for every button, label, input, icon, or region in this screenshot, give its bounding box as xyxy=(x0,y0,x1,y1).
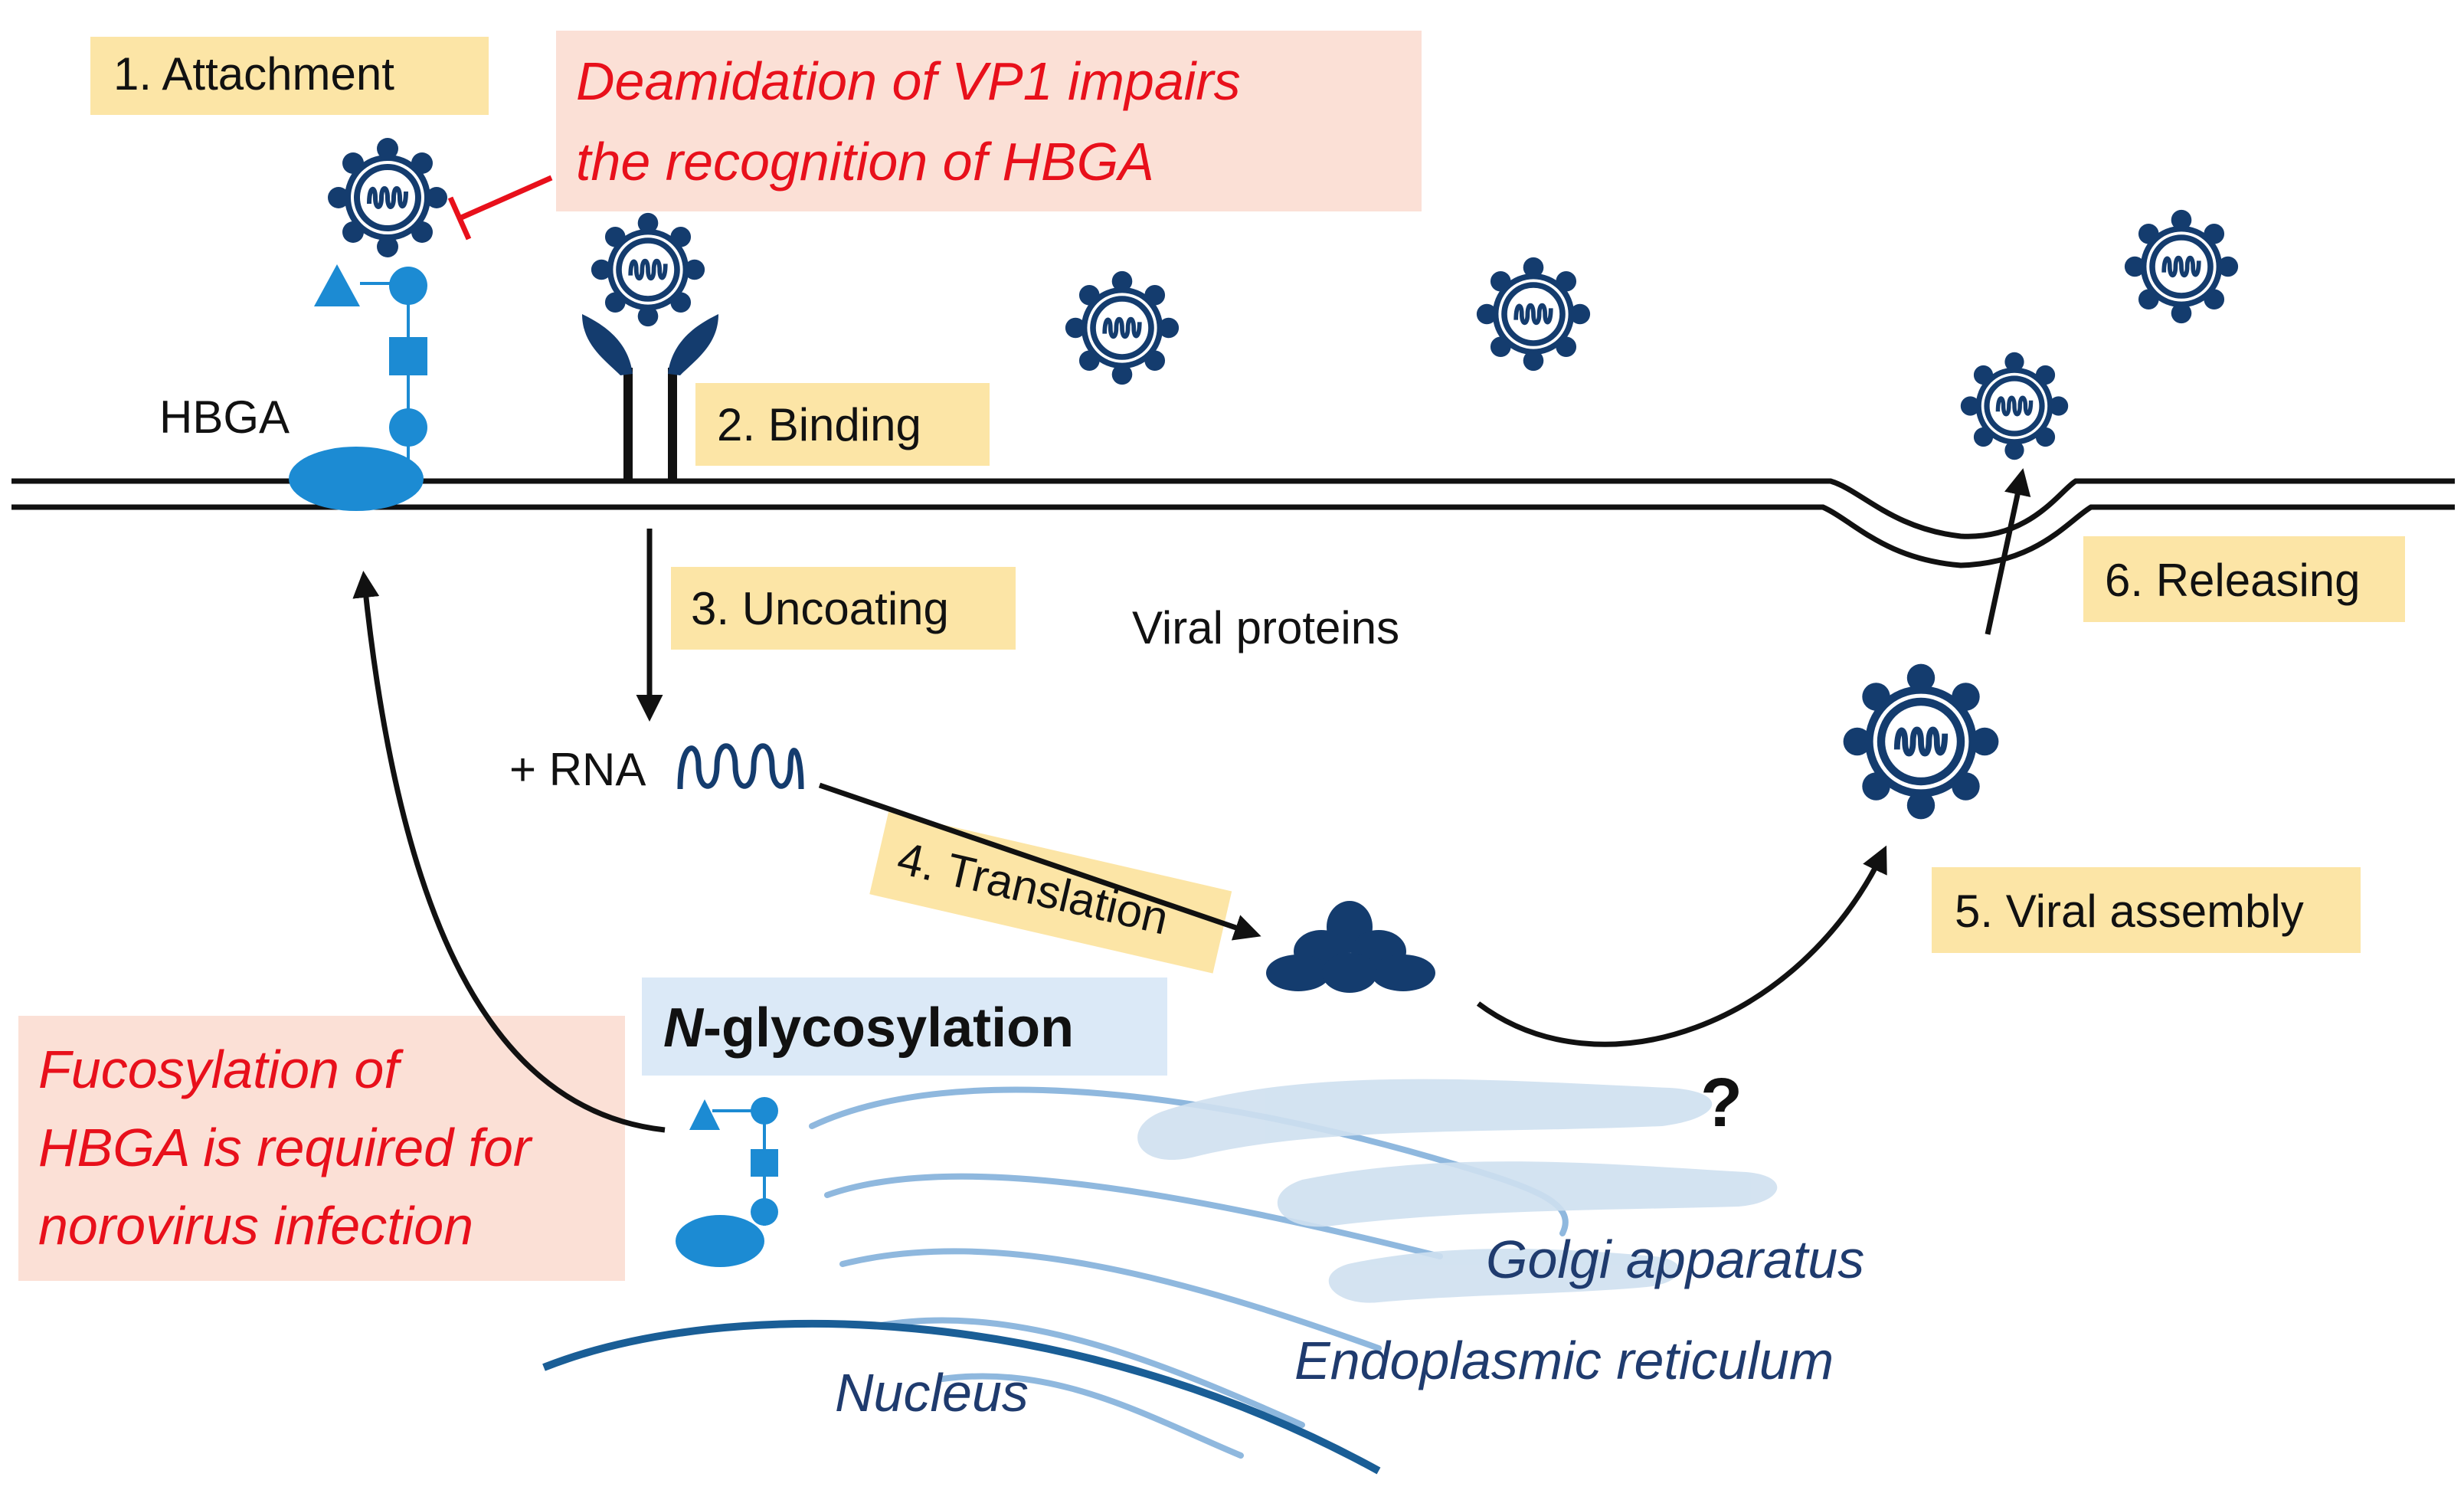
deamidation-note-line2: the recognition of HBGA xyxy=(576,132,1154,192)
step-label-uncoating: 3. Uncoating xyxy=(691,583,949,634)
viral-protein-cluster-icon xyxy=(1266,901,1435,993)
virus-icon xyxy=(1961,352,2068,460)
translation-arrow xyxy=(818,782,1261,941)
fucosylation-note-line3: norovirus infection xyxy=(38,1196,473,1256)
golgi-apparatus xyxy=(1137,1079,1778,1303)
virus-icon xyxy=(328,138,447,257)
virus-icon xyxy=(591,213,705,326)
rna-label: + RNA xyxy=(509,744,646,795)
step-box-assembly xyxy=(1932,867,2361,953)
n-glycan-icon xyxy=(676,1097,778,1267)
step-box-uncoating xyxy=(671,567,1016,650)
step-label-attachment: 1. Attachment xyxy=(113,48,394,100)
step-label-releasing: 6. Releasing xyxy=(2105,555,2361,606)
step-box-attachment xyxy=(90,37,489,115)
receptor-icon xyxy=(582,314,718,483)
n-glycosylation-label: N-glycosylation xyxy=(663,997,1074,1059)
assembly-arrow xyxy=(1476,845,1887,1047)
step-box-releasing xyxy=(2083,536,2405,622)
deamidation-note-box xyxy=(556,31,1422,211)
er-label: Endoplasmic reticulum xyxy=(1294,1331,1834,1390)
fucosylation-note-line1: Fucosylation of xyxy=(38,1040,404,1099)
rna-strand-icon xyxy=(677,743,804,790)
step-box-translation xyxy=(869,812,1232,974)
hbga-label: HBGA xyxy=(159,391,290,443)
nucleus-label: Nucleus xyxy=(835,1363,1029,1423)
virus-icon xyxy=(1844,664,1999,820)
n-glycosylation-box xyxy=(642,978,1167,1076)
step-box-binding xyxy=(695,383,990,466)
virus-icon xyxy=(2125,210,2238,323)
virus-icon xyxy=(1065,271,1179,385)
deamidation-note-line1: Deamidation of VP1 impairs xyxy=(576,51,1241,111)
golgi-label: Golgi apparatus xyxy=(1486,1230,1864,1289)
viral-proteins-label: Viral proteins xyxy=(1132,602,1399,653)
release-arrow xyxy=(1985,468,2031,635)
step-label-binding: 2. Binding xyxy=(717,399,921,450)
nucleus-envelope xyxy=(542,1319,1381,1475)
virus-icon xyxy=(1477,257,1590,371)
fucosylation-note-line2: HBGA is required for xyxy=(38,1118,533,1177)
step-label-assembly: 5. Viral assembly xyxy=(1955,886,2304,937)
trafficking-arrow xyxy=(352,571,666,1133)
flow-arrows xyxy=(352,468,2031,1133)
hbga-glycan-icon xyxy=(289,264,427,511)
unknown-step-marker: ? xyxy=(1700,1065,1742,1141)
inhibition-icon xyxy=(447,175,553,241)
plasma-membrane xyxy=(11,478,2455,568)
